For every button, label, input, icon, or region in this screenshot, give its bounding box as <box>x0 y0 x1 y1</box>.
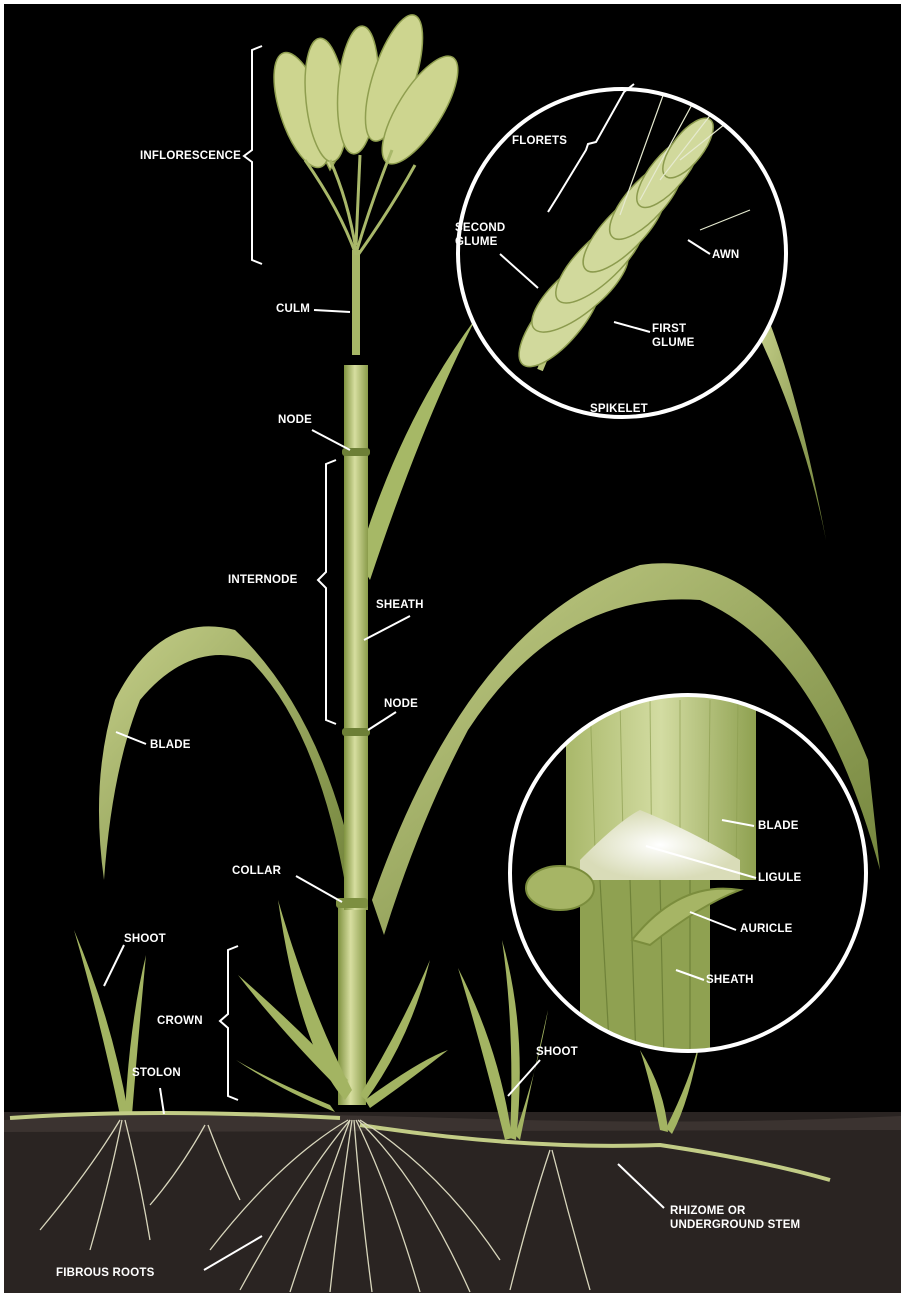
label-ligule: LIGULE <box>758 871 801 885</box>
stem-middle <box>344 365 368 910</box>
label-crown: CROWN <box>157 1014 203 1028</box>
label-awn: AWN <box>712 248 739 262</box>
label-first-glume-line2: GLUME <box>652 336 695 350</box>
label-second-glume-line1: SECOND <box>455 221 505 235</box>
collar-auricle-left <box>526 866 594 910</box>
label-second-glume: SECOND GLUME <box>455 221 505 249</box>
label-auricle: AURICLE <box>740 922 793 936</box>
culm <box>352 250 360 355</box>
label-rhizome: RHIZOME OR UNDERGROUND STEM <box>670 1204 800 1232</box>
label-florets: FLORETS <box>512 134 567 148</box>
label-first-glume: FIRST GLUME <box>652 322 695 350</box>
label-internode: INTERNODE <box>228 573 298 587</box>
label-first-glume-line1: FIRST <box>652 322 695 336</box>
label-culm: CULM <box>276 302 310 316</box>
label-rhizome-line1: RHIZOME OR <box>670 1204 800 1218</box>
label-inset-blade: BLADE <box>758 819 799 833</box>
label-inflorescence: INFLORESCENCE <box>140 149 241 163</box>
label-rhizome-line2: UNDERGROUND STEM <box>670 1218 800 1232</box>
label-fibrous-roots: FIBROUS ROOTS <box>56 1266 154 1280</box>
label-sheath-stem: SHEATH <box>376 598 424 612</box>
label-node-upper: NODE <box>278 413 312 427</box>
label-spikelet-title: SPIKELET <box>590 402 648 416</box>
label-shoot-right: SHOOT <box>536 1045 578 1059</box>
label-stolon: STOLON <box>132 1066 181 1080</box>
label-blade-left: BLADE <box>150 738 191 752</box>
node-lower-mark <box>342 728 370 736</box>
label-shoot-left: SHOOT <box>124 932 166 946</box>
label-node-lower: NODE <box>384 697 418 711</box>
node-upper-mark <box>342 448 370 456</box>
collar-mark <box>336 898 368 908</box>
label-collar: COLLAR <box>232 864 281 878</box>
label-inset-sheath: SHEATH <box>706 973 754 987</box>
label-second-glume-line2: GLUME <box>455 235 505 249</box>
